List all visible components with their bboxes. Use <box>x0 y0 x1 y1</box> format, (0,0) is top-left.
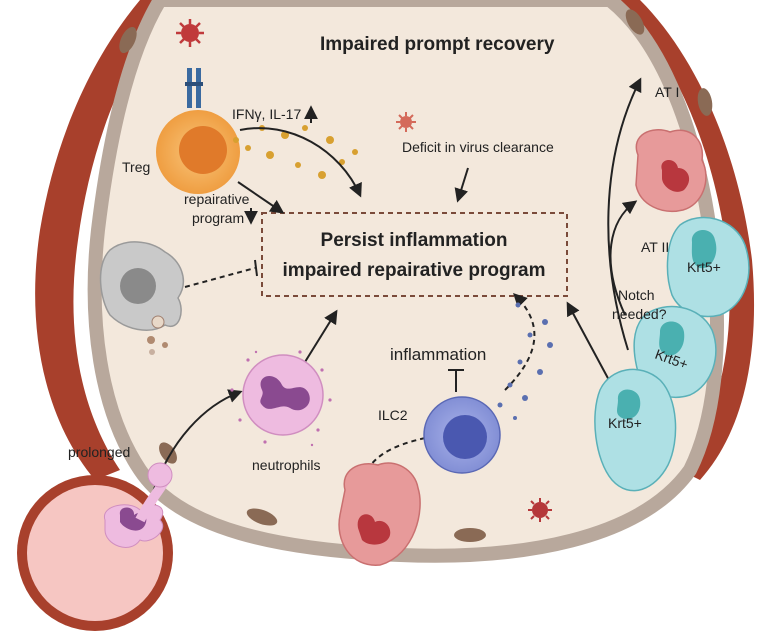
ifn-il17-label: IFNγ, IL-17 <box>232 106 301 122</box>
prolonged-label: prolonged <box>68 444 130 460</box>
cytokine-arrow <box>239 127 362 198</box>
neutrophils-label: neutrophils <box>252 457 321 473</box>
at2-label: AT II <box>641 239 669 255</box>
at1-label: AT I <box>655 84 679 100</box>
inflammation-label: inflammation <box>390 345 486 364</box>
virus-icon <box>176 19 204 47</box>
notch-label: Notch <box>618 287 655 303</box>
capillary <box>17 462 173 631</box>
ilc2-label: ILC2 <box>378 407 408 423</box>
diagram-title: Impaired prompt recovery <box>320 34 555 55</box>
krt5-cell-bottom <box>594 368 677 492</box>
central-line1: Persist inflammation <box>321 230 508 251</box>
treg-label: Treg <box>122 159 150 175</box>
treg-cell <box>156 68 240 194</box>
central-line2: impaired repairative program <box>283 260 546 281</box>
virus-icon <box>528 498 552 522</box>
treg-to-box-arrow <box>237 181 285 214</box>
central-box <box>261 212 568 297</box>
needed-label: needed? <box>612 306 667 322</box>
krt5-bottom-label: Krt5+ <box>608 415 642 431</box>
macrophage-cell <box>99 241 184 355</box>
wall-nuclei <box>119 9 713 542</box>
krt5-cell-top <box>666 216 750 318</box>
repairative-label: repairative <box>184 191 250 207</box>
macrophage-inhibition <box>184 259 258 288</box>
neutrophil-to-box-arrow <box>299 309 338 371</box>
ilc2-secretion-dots <box>490 302 553 427</box>
deficit-virus-label: Deficit in virus clearance <box>402 139 554 155</box>
virus-deficit-arrow <box>454 167 469 203</box>
program-label: program <box>192 210 244 226</box>
krt5-cell-mid <box>633 305 717 398</box>
neutrophil-cell <box>230 350 332 447</box>
krt5-top-label: Krt5+ <box>687 259 721 275</box>
to-at2-arrow <box>609 200 638 316</box>
at2-cell-bottom <box>338 462 421 566</box>
at2-cell-right <box>635 129 707 212</box>
to-at1-arrow <box>607 77 642 351</box>
virus-icon <box>396 112 416 132</box>
krt5-to-box-arrow <box>566 301 611 383</box>
ilc2-cell <box>423 396 501 474</box>
